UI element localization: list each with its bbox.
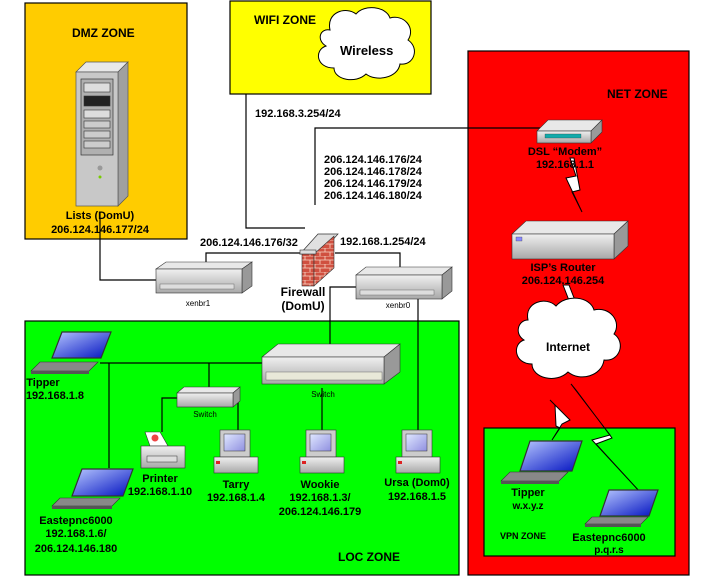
firewall-ext-ip-1: 206.124.146.176/24 — [324, 154, 423, 166]
printer-name: Printer — [142, 473, 178, 485]
internet-label: Internet — [546, 340, 590, 354]
eastepnc-loc-ip2: 206.124.146.180 — [35, 543, 118, 555]
eastepnc-loc-ip: 192.168.1.6/ — [45, 528, 106, 540]
laptop-tipper-vpn-icon — [500, 440, 583, 484]
firewall-sub: (DomU) — [281, 299, 324, 313]
tipper-vpn-name: Tipper — [511, 487, 545, 499]
dmz-zone-label: DMZ ZONE — [72, 26, 135, 40]
eastepnc-loc-name: Eastepnc6000 — [39, 515, 112, 527]
laptop-tipper-loc-icon — [30, 331, 112, 374]
xenbr1-label: xenbr1 — [186, 299, 211, 308]
small-switch-label: Switch — [193, 410, 217, 419]
desktop-ursa-icon — [395, 429, 441, 474]
main-switch-label: Switch — [311, 390, 335, 399]
small-switch-icon — [176, 386, 241, 408]
isp-router-ip: 206.124.146.254 — [522, 275, 605, 287]
xenbr0-label: xenbr0 — [386, 301, 411, 310]
ursa-name: Ursa (Dom0) — [384, 477, 450, 489]
loc-zone-label: LOC ZONE — [338, 550, 400, 564]
isp-router-icon — [511, 220, 629, 260]
ursa-ip: 192.168.1.5 — [388, 491, 446, 503]
desktop-tarry-icon — [213, 429, 259, 474]
desktop-wookie-icon — [299, 429, 345, 474]
dsl-modem-name: DSL “Modem” — [528, 146, 602, 158]
wookie-ip2: 206.124.146.179 — [279, 506, 362, 518]
firewall-ext-ip-4: 206.124.146.180/24 — [324, 190, 423, 202]
tarry-name: Tarry — [223, 479, 251, 491]
eastepnc-vpn-name: Eastepnc6000 — [572, 532, 645, 544]
eastepnc-vpn-ip: p.q.r.s — [594, 545, 624, 556]
tipper-vpn-ip: w.x.y.z — [511, 501, 543, 512]
lists-ip: 206.124.146.177/24 — [51, 224, 150, 236]
net-zone-label: NET ZONE — [607, 87, 668, 101]
wireless-cloud — [318, 7, 415, 81]
firewall-left-ip: 206.124.146.176/32 — [200, 237, 298, 249]
firewall-icon — [299, 233, 339, 287]
xenbr0-switch-icon — [355, 266, 453, 300]
wifi-ip-label: 192.168.3.254/24 — [255, 108, 342, 120]
tarry-ip: 192.168.1.4 — [207, 492, 266, 504]
lists-name: Lists (DomU) — [66, 210, 135, 222]
xenbr1-switch-icon — [155, 261, 253, 294]
dsl-modem-ip: 192.168.1.1 — [536, 159, 594, 171]
wifi-zone-label: WIFI ZONE — [254, 13, 316, 27]
wookie-ip: 192.168.1.3/ — [289, 492, 350, 504]
vpn-zone-label: VPN ZONE — [500, 531, 546, 541]
wookie-name: Wookie — [301, 479, 340, 491]
isp-router-name: ISP’s Router — [531, 262, 597, 274]
firewall-right-ip: 192.168.1.254/24 — [340, 236, 427, 248]
wires — [99, 94, 540, 468]
tipper-loc-ip: 192.168.1.8 — [26, 390, 84, 402]
laptop-eastepnc-loc-icon — [51, 468, 134, 509]
tipper-loc-name: Tipper — [26, 377, 60, 389]
server-tower-icon — [75, 61, 129, 207]
main-switch-icon — [261, 343, 401, 385]
dsl-modem-icon — [536, 119, 603, 144]
laptop-eastepnc-vpn-icon — [584, 489, 659, 527]
firewall-ext-ip-3: 206.124.146.179/24 — [324, 178, 423, 190]
printer-ip: 192.168.1.10 — [128, 486, 192, 498]
firewall-name: Firewall — [281, 285, 326, 299]
wireless-cloud-label: Wireless — [340, 43, 393, 58]
firewall-ext-ip-2: 206.124.146.178/24 — [324, 166, 423, 178]
internet-cloud — [516, 297, 621, 379]
printer-icon — [140, 431, 186, 469]
